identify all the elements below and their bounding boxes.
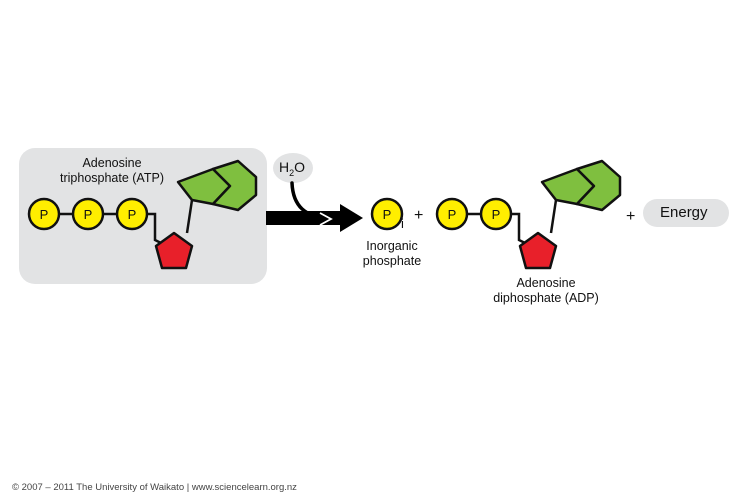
adp-phosphate-2: P <box>479 197 513 231</box>
atp-phosphate-1: P <box>27 197 61 231</box>
energy-label: Energy <box>660 204 708 221</box>
water-subscript: 2 <box>289 167 295 178</box>
svg-text:P: P <box>448 207 457 222</box>
adp-label-line2: diphosphate (ADP) <box>493 291 599 305</box>
adp-label-line1: Adenosine <box>516 276 576 290</box>
svg-text:P: P <box>492 207 501 222</box>
inorganic-label-line2: phosphate <box>362 254 422 268</box>
water-bubble <box>273 153 313 183</box>
svg-text:P: P <box>84 207 93 222</box>
atp-phosphate-3: P <box>115 197 149 231</box>
atp-phosphate-2: P <box>71 197 105 231</box>
adp-base-hexagon <box>575 159 622 212</box>
pi-subscript: i <box>401 216 404 231</box>
energy-pill <box>643 199 729 227</box>
inorganic-label-line1: Inorganic <box>366 239 418 253</box>
copyright-footer: © 2007 – 2011 The University of Waikato … <box>12 482 297 493</box>
water-arrow <box>290 181 332 221</box>
water-arrow-head <box>319 212 333 226</box>
inorganic-phosphate: P <box>370 197 404 231</box>
svg-text:P: P <box>128 207 137 222</box>
svg-text:P: P <box>383 207 392 222</box>
water-o: O <box>294 159 306 175</box>
water-label: H2O <box>279 159 305 178</box>
atp-label: Adenosine triphosphate (ATP) <box>52 156 172 186</box>
atp-ribose <box>154 231 194 270</box>
reaction-arrow <box>266 204 363 232</box>
water-h: H <box>279 159 290 175</box>
atp-label-line1: Adenosine <box>82 156 142 170</box>
atp-base-hexagon <box>211 159 258 212</box>
plus-sign-2: + <box>626 208 636 225</box>
inorganic-phosphate-label: Inorganic phosphate <box>352 239 432 269</box>
svg-text:P: P <box>40 207 49 222</box>
plus-sign-1: + <box>414 207 424 224</box>
atp-label-line2: triphosphate (ATP) <box>60 171 164 185</box>
adp-label: Adenosine diphosphate (ADP) <box>476 276 616 306</box>
adp-ribose <box>518 231 558 270</box>
adp-phosphate-1: P <box>435 197 469 231</box>
